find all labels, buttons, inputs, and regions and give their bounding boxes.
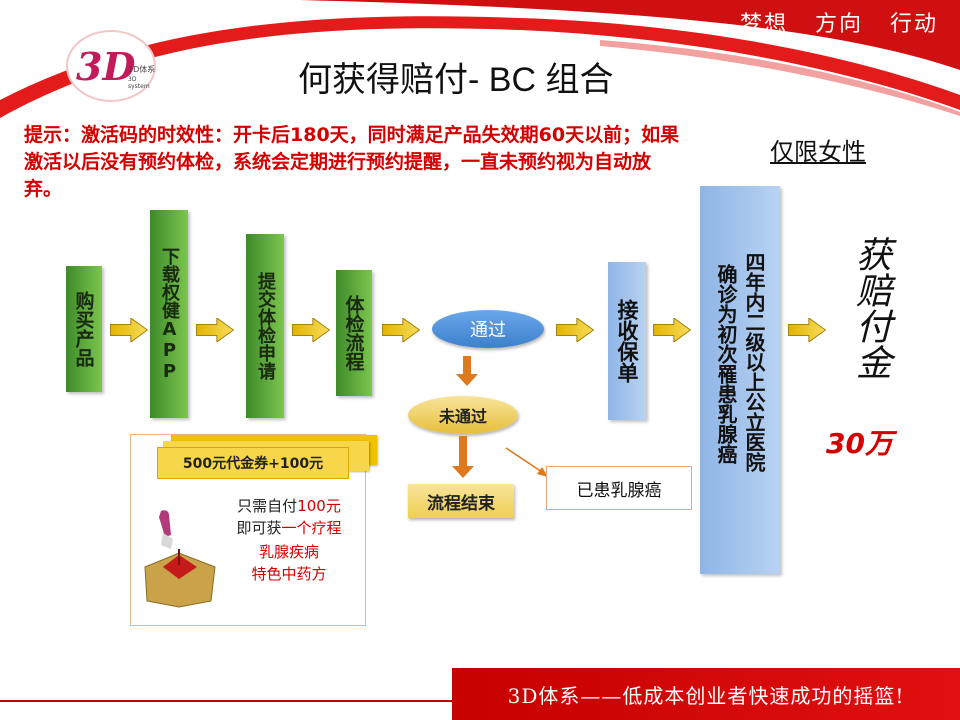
- flow-step-label: 提交体检申请: [255, 272, 276, 380]
- product-line-1: 乳腺疾病: [258, 543, 319, 561]
- logo-text: 3D体系: [128, 65, 156, 74]
- coupon-ticket: 500元代金券+100元: [157, 447, 349, 479]
- flow-step-label: 购买产品: [72, 291, 95, 367]
- flow-step-label: 下载权健APP: [159, 246, 180, 382]
- arrow-icon: [652, 318, 692, 342]
- receive-policy-label: 接收保单: [615, 299, 639, 383]
- get-text: 即可获: [236, 519, 282, 537]
- arrow-icon: [788, 318, 826, 342]
- arrow-down-icon: [452, 436, 474, 478]
- arrow-icon: [292, 318, 330, 342]
- diagnosis-line-1: 四年内二级以上公立医院: [742, 252, 766, 472]
- medicine-package-image: [144, 510, 216, 608]
- fail-label: 未通过: [438, 407, 487, 426]
- page-title: 何获得赔付- BC 组合: [298, 61, 614, 99]
- flow-step-buy: 购买产品: [66, 266, 102, 392]
- footer-stripe: [0, 700, 452, 702]
- payout-label: 获赔付金: [844, 236, 894, 384]
- already-cancer-box: 已患乳腺癌: [546, 466, 692, 510]
- coupon-label: 500元代金券+100元: [182, 456, 324, 472]
- logo-subtext: 3D system: [128, 76, 150, 90]
- coupon-panel: 500元代金券+100元 只需自付100元 即可获一个疗程 乳腺疾病 特色中药方: [130, 434, 377, 626]
- footer-text: 3D体系——低成本创业者快速成功的摇篮!: [507, 683, 905, 708]
- payout-amount: 30万: [826, 427, 893, 460]
- course-text: 一个疗程: [281, 519, 342, 537]
- flow-step-label: 体检流程: [342, 295, 365, 371]
- arrow-down-icon: [456, 356, 478, 386]
- arrow-icon: [380, 318, 422, 342]
- arrow-icon: [554, 318, 596, 342]
- product-line-2: 特色中药方: [251, 565, 327, 583]
- pass-label: 通过: [470, 320, 506, 341]
- diagnosis-line-2: 确诊为初次罹患乳腺癌: [714, 264, 738, 464]
- arrow-icon: [110, 318, 148, 342]
- footer-banner: 3D体系——低成本创业者快速成功的摇篮!: [452, 668, 960, 720]
- already-cancer-label: 已患乳腺癌: [576, 480, 662, 501]
- activation-tip: 提示：激活码的时效性：开卡后180天，同时满足产品失效期60天以前；如果激活以后…: [24, 124, 680, 200]
- restriction-label: 仅限女性: [770, 138, 866, 166]
- diagnosis-box: 四年内二级以上公立医院 确诊为初次罹患乳腺癌: [700, 186, 780, 574]
- logo-mark: 3D: [76, 44, 136, 89]
- fail-node: 未通过: [408, 396, 518, 434]
- flow-step-download: 下载权健APP: [150, 210, 188, 418]
- slogan-text: 梦想 方向 行动: [740, 12, 938, 37]
- flow-step-apply: 提交体检申请: [246, 234, 284, 418]
- pay-text: 只需自付: [237, 497, 298, 515]
- payout-text: 获赔付金: [850, 236, 891, 380]
- coupon-description: 只需自付100元 即可获一个疗程 乳腺疾病 特色中药方: [215, 495, 363, 585]
- arrow-diagonal-icon: [505, 447, 548, 477]
- flow-end-label: 流程结束: [427, 493, 495, 514]
- receive-policy-box: 接收保单: [608, 262, 646, 420]
- arrow-icon: [196, 318, 234, 342]
- pay-amount: 100元: [297, 497, 341, 515]
- flow-step-exam: 体检流程: [336, 270, 372, 396]
- flow-end-box: 流程结束: [408, 484, 514, 518]
- company-logo: 3D 3D体系 3D system: [66, 30, 156, 102]
- pass-node: 通过: [432, 310, 544, 348]
